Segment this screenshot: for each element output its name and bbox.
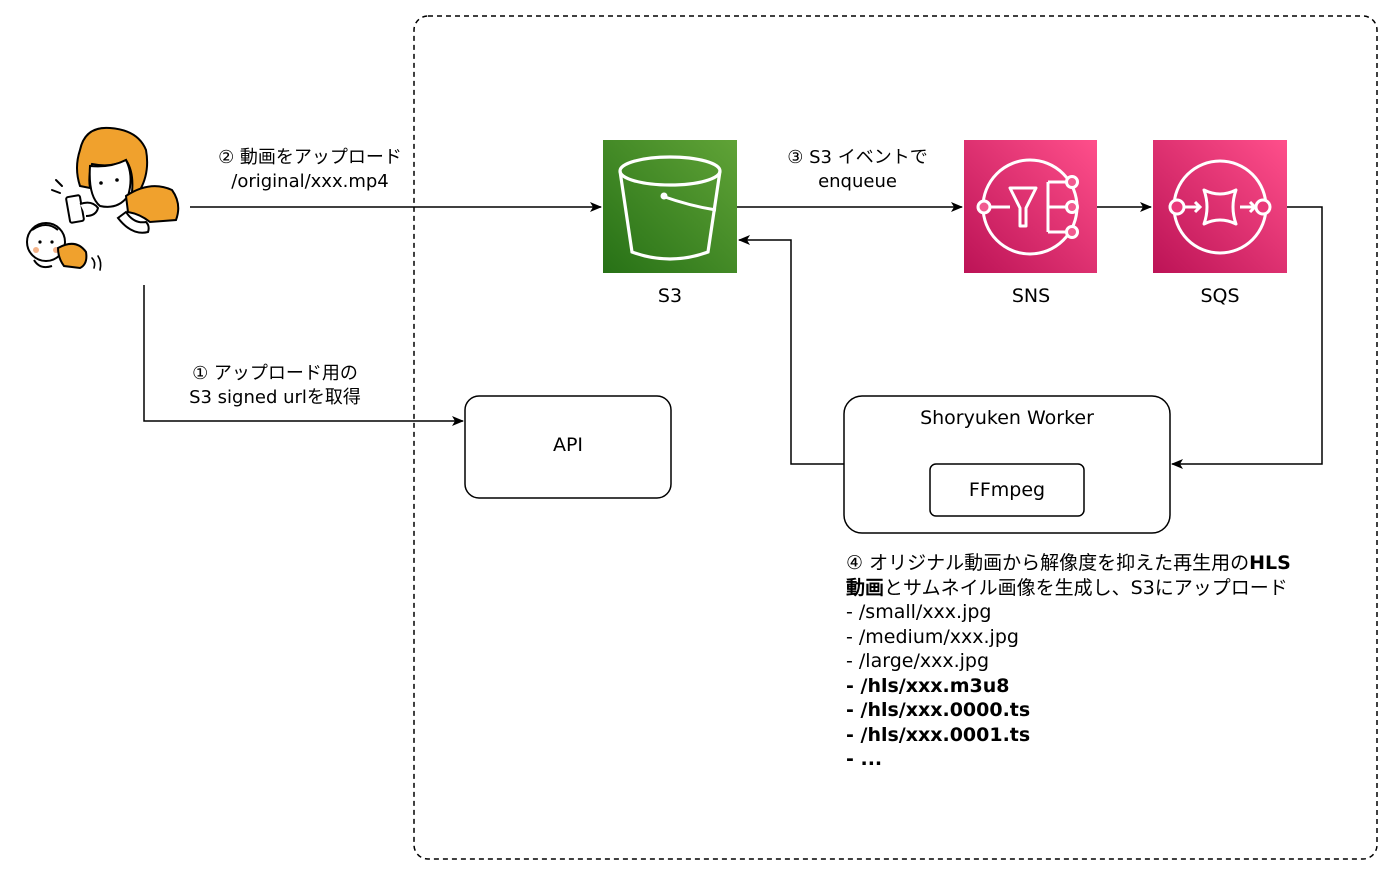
- worker-title: Shoryuken Worker: [920, 407, 1094, 429]
- event-edge-label: ③ S3 イベントで enqueue: [770, 146, 945, 194]
- signed-url-edge-label: ① アップロード用の S3 signed urlを取得: [170, 362, 380, 410]
- file-item: - /small/xxx.jpg: [846, 601, 992, 623]
- aws-boundary: [413, 15, 1378, 860]
- s3-bucket-icon[interactable]: [603, 140, 737, 273]
- hls-file-item: - /hls/xxx.0000.ts: [846, 699, 1031, 721]
- hls-file-item: - /hls/xxx.0001.ts: [846, 723, 1031, 746]
- processing-note: ④ オリジナル動画から解像度を抑えた再生用のHLS 動画とサムネイル画像を生成し…: [846, 551, 1376, 772]
- worker-to-s3-arrow: [738, 235, 844, 465]
- file-item: - /large/xxx.jpg: [846, 650, 990, 672]
- parent-with-baby-illustration: [26, 126, 180, 271]
- sqs-icon[interactable]: [1153, 140, 1287, 273]
- api-box[interactable]: [464, 395, 672, 499]
- note-line1-bold: HLS: [1249, 552, 1291, 574]
- ffmpeg-label: FFmpeg: [968, 479, 1046, 501]
- signed-label-line1: ① アップロード用の: [192, 363, 358, 384]
- file-item: - /medium/xxx.jpg: [846, 625, 1019, 648]
- sqs-label: SQS: [1200, 285, 1240, 307]
- sqs-to-worker-arrow: [1171, 206, 1323, 469]
- s3-label: S3: [657, 285, 683, 307]
- signed-label-line2: S3 signed urlを取得: [189, 387, 361, 408]
- note-line-2: 動画とサムネイル画像を生成し、S3にアップロード: [846, 576, 1376, 601]
- ffmpeg-box[interactable]: [929, 463, 1085, 517]
- upload-label-line1: ② 動画をアップロード: [218, 147, 402, 168]
- sns-icon[interactable]: [964, 140, 1097, 273]
- hls-file-item: - ...: [846, 748, 883, 770]
- event-label-line1: ③ S3 イベントで: [787, 147, 928, 168]
- note-line2-bold: 動画: [846, 576, 885, 599]
- note-line-1: ④ オリジナル動画から解像度を抑えた再生用のHLS: [846, 551, 1376, 576]
- hls-file-item: - /hls/xxx.m3u8: [846, 674, 1010, 697]
- note-line2-rest: とサムネイル画像を生成し、S3にアップロード: [884, 576, 1288, 599]
- upload-edge-label: ② 動画をアップロード /original/xxx.mp4: [200, 146, 420, 194]
- api-label: API: [552, 434, 584, 456]
- signed-url-arrow: [143, 285, 464, 426]
- sns-label: SNS: [1011, 285, 1051, 307]
- event-label-line2: enqueue: [818, 171, 897, 192]
- upload-label-line2: /original/xxx.mp4: [231, 171, 389, 192]
- note-line1-prefix: ④ オリジナル動画から解像度を抑えた再生用の: [846, 552, 1250, 574]
